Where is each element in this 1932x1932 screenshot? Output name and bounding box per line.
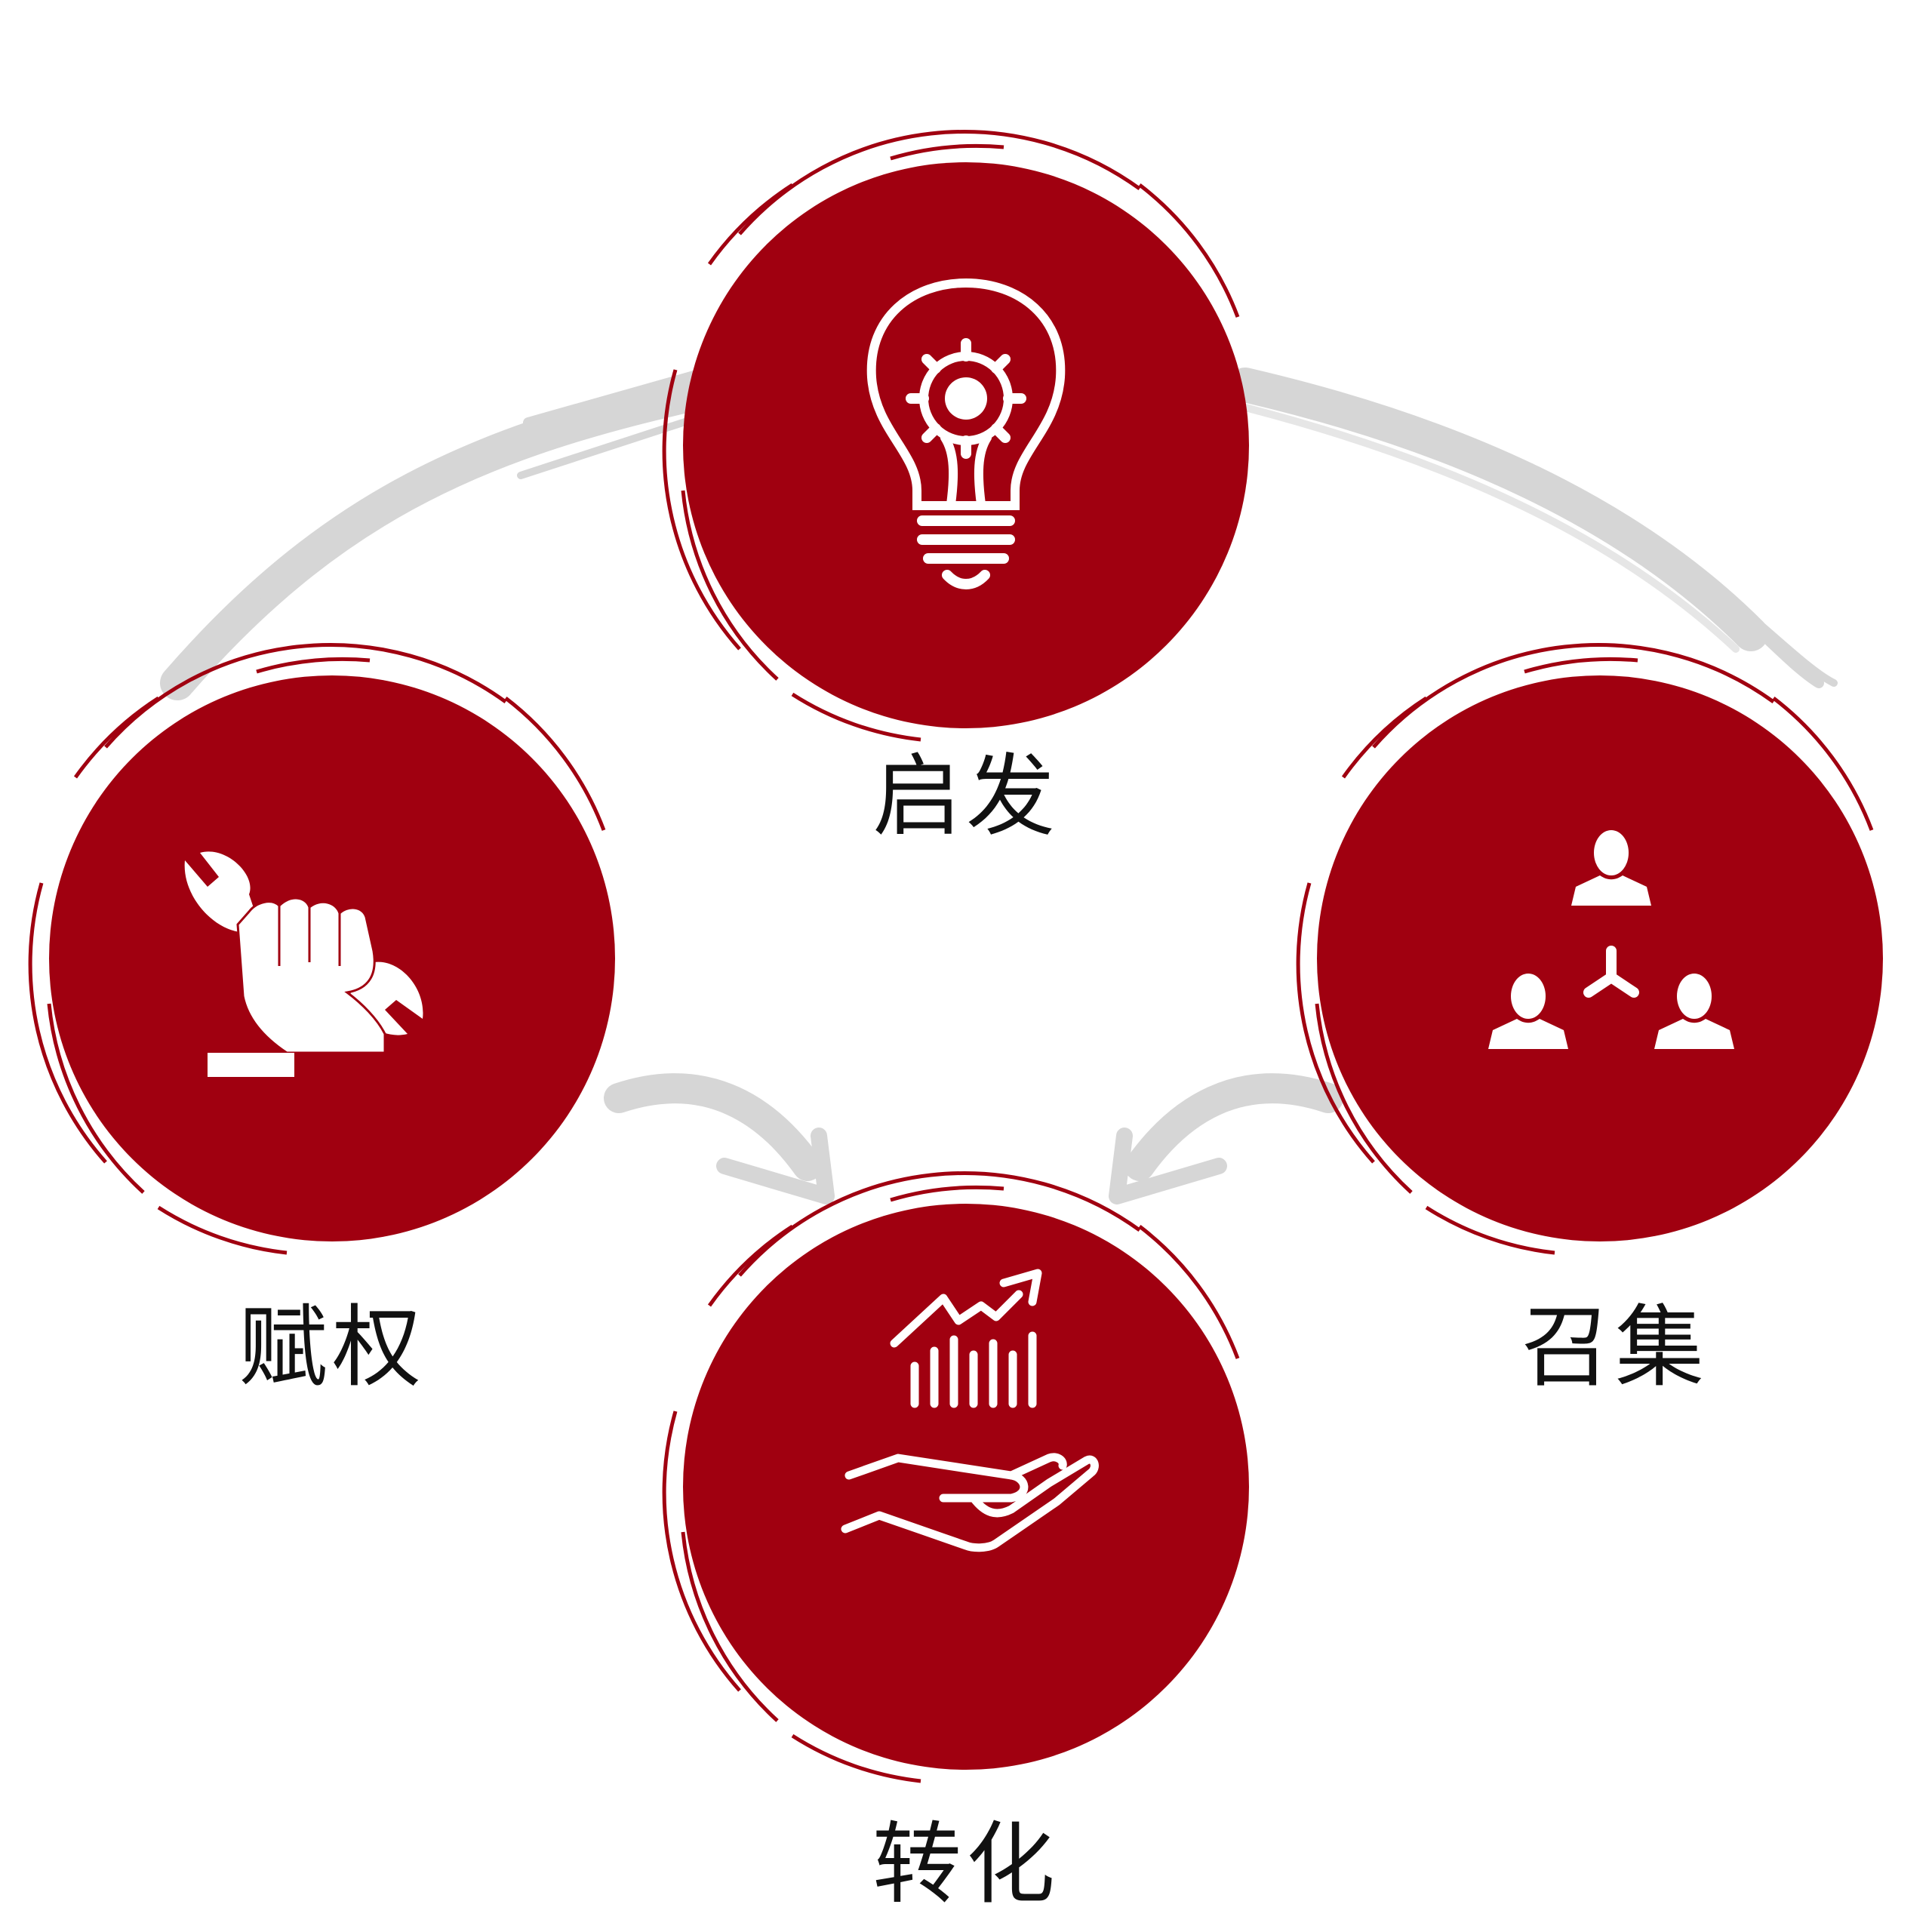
- connector-empower-to-inspire: [160, 368, 707, 700]
- hand-wrench-icon: [184, 851, 423, 1077]
- node-convene-label: 召集: [1521, 1295, 1709, 1399]
- node-convene-brush-edge: [1296, 643, 1874, 1255]
- node-transform-circle: [683, 1204, 1249, 1770]
- lightbulb-gear-icon: [866, 278, 1066, 589]
- node-empower-brush-edge: [28, 643, 606, 1255]
- node-inspire-brush-edge: [662, 130, 1240, 742]
- team-network-icon: [1488, 830, 1734, 1049]
- node-transform: [662, 1171, 1249, 1783]
- node-empower-label: 赋权: [238, 1295, 426, 1399]
- node-inspire: [662, 130, 1249, 742]
- node-transform-label: 转化: [872, 1812, 1060, 1916]
- connector-empower-to-transform: [604, 1073, 835, 1204]
- connector-convene-to-transform: [1109, 1073, 1343, 1204]
- node-convene: [1296, 643, 1883, 1255]
- node-transform-brush-edge: [662, 1171, 1240, 1783]
- node-convene-circle: [1317, 675, 1883, 1241]
- hand-growth-chart-icon: [841, 1269, 1099, 1552]
- node-inspire-label: 启发: [872, 744, 1060, 848]
- connector-inspire-to-convene: [1228, 368, 1838, 688]
- node-empower: [28, 643, 615, 1255]
